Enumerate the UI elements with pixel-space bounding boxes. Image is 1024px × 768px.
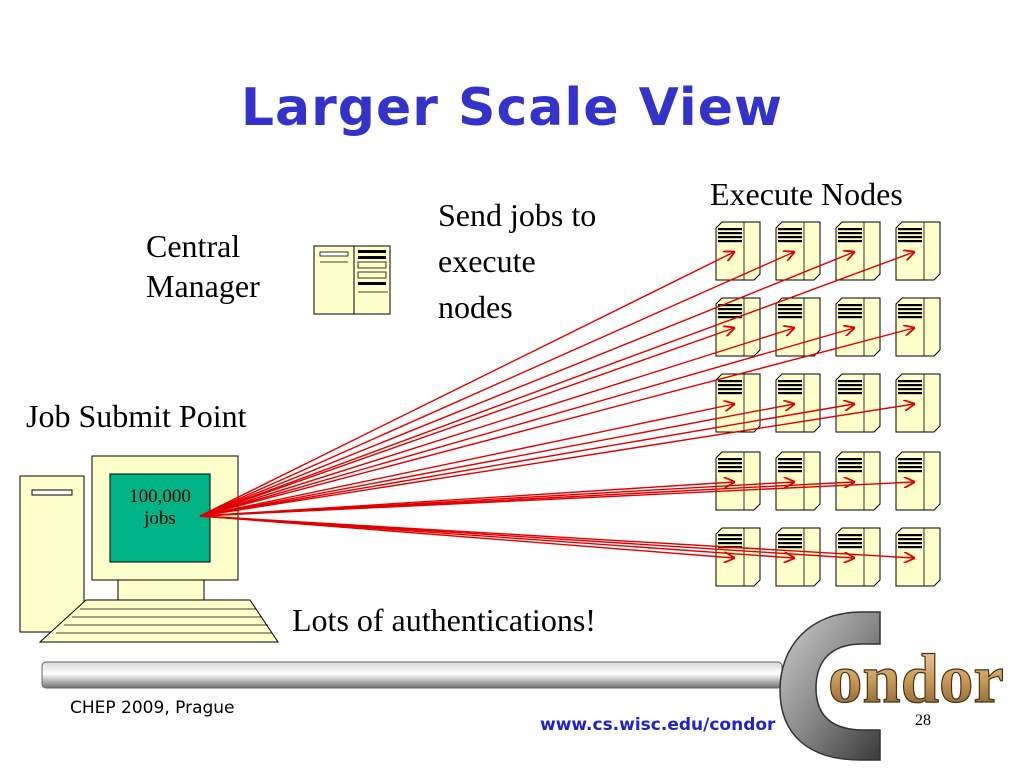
send-jobs-line-2: execute — [438, 243, 536, 279]
central-manager-label: Central Manager — [146, 226, 260, 306]
job-arrow — [199, 328, 914, 517]
server-icon — [715, 451, 761, 511]
server-icon — [775, 527, 821, 587]
server-icon — [895, 221, 941, 281]
execute-nodes-grid — [715, 221, 941, 587]
execute-nodes-label: Execute Nodes — [710, 176, 903, 212]
job-arrow — [199, 252, 794, 517]
jobs-screen-text: 100,000 jobs — [110, 486, 210, 530]
footer-url[interactable]: www.cs.wisc.edu/condor — [540, 715, 776, 735]
server-icon — [715, 297, 761, 357]
job-arrow — [199, 482, 914, 517]
send-jobs-line-3: nodes — [438, 289, 513, 325]
send-jobs-label: Send jobs to execute nodes — [438, 192, 596, 330]
job-arrow — [199, 404, 914, 517]
server-icon — [775, 451, 821, 511]
central-manager-line-2: Manager — [146, 268, 260, 304]
server-icon — [715, 373, 761, 433]
server-icon — [895, 373, 941, 433]
page-number: 28 — [915, 712, 931, 729]
jobs-count: 100,000 — [129, 486, 191, 507]
jobs-word: jobs — [144, 508, 176, 529]
authentications-label: Lots of authentications! — [292, 602, 596, 638]
server-icon — [775, 297, 821, 357]
job-arrow — [199, 328, 734, 517]
job-arrow — [199, 252, 914, 517]
job-arrow — [199, 404, 734, 517]
server-icon — [775, 221, 821, 281]
workstation-icon — [19, 455, 279, 643]
job-arrow — [199, 252, 854, 517]
server-icon — [835, 221, 881, 281]
send-jobs-line-1: Send jobs to — [438, 197, 597, 233]
slide-title: Larger Scale View — [240, 78, 784, 138]
server-icon — [775, 373, 821, 433]
job-arrow — [199, 515, 914, 558]
job-arrow — [199, 404, 794, 517]
condor-logo: ondor — [779, 611, 1005, 761]
server-icon — [835, 527, 881, 587]
server-icon — [715, 221, 761, 281]
server-icon — [715, 527, 761, 587]
server-icon — [835, 451, 881, 511]
server-icon — [895, 527, 941, 587]
server-icon — [895, 297, 941, 357]
central-manager-line-1: Central — [146, 228, 241, 264]
job-submit-point-label: Job Submit Point — [26, 398, 247, 434]
condor-logo-text: ondor — [828, 641, 1004, 718]
server-icon — [835, 297, 881, 357]
job-arrow — [199, 328, 854, 517]
footer-event: CHEP 2009, Prague — [70, 698, 235, 718]
job-arrow — [199, 515, 734, 558]
job-arrows — [199, 252, 914, 558]
job-arrow — [199, 328, 794, 517]
job-arrow — [199, 252, 734, 517]
central-manager-server-icon — [313, 245, 391, 315]
server-icon — [835, 373, 881, 433]
footer-bar — [41, 661, 783, 689]
job-arrow — [199, 404, 854, 517]
server-icon — [895, 451, 941, 511]
